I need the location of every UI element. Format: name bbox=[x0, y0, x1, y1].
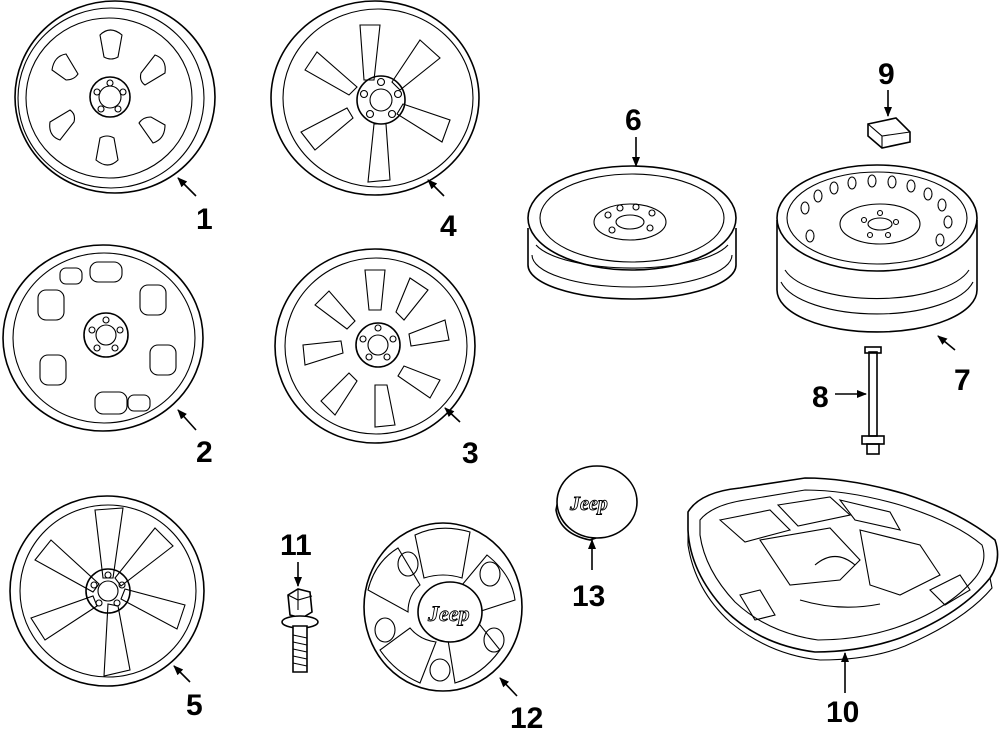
part-10-tool-tray[interactable] bbox=[687, 477, 999, 661]
callout-5: 5 bbox=[186, 689, 203, 722]
callout-11: 11 bbox=[280, 529, 312, 562]
part-2-wheel[interactable] bbox=[2, 244, 204, 432]
cap-13-logo: Jeep bbox=[569, 493, 608, 515]
callout-12: 12 bbox=[510, 702, 543, 731]
callout-1: 1 bbox=[196, 203, 213, 236]
part-7-spare-wheel[interactable] bbox=[776, 164, 978, 333]
part-8-bolt[interactable] bbox=[861, 346, 885, 455]
callout-2: 2 bbox=[196, 436, 213, 469]
callout-10: 10 bbox=[826, 696, 859, 729]
part-3-wheel[interactable] bbox=[274, 248, 476, 444]
part-5-wheel[interactable] bbox=[9, 495, 205, 687]
callout-9: 9 bbox=[878, 58, 895, 91]
callout-3: 3 bbox=[462, 437, 479, 470]
callout-8: 8 bbox=[812, 381, 829, 414]
part-12-center-cap[interactable]: Jeep bbox=[363, 522, 523, 692]
callout-4: 4 bbox=[440, 210, 457, 243]
part-1-wheel[interactable] bbox=[14, 0, 216, 194]
part-11-lug-bolt[interactable] bbox=[281, 588, 319, 673]
callout-13: 13 bbox=[572, 580, 605, 613]
callout-6: 6 bbox=[625, 104, 642, 137]
part-9-clip[interactable] bbox=[867, 117, 911, 149]
part-6-spare-wheel[interactable] bbox=[527, 165, 737, 300]
part-4-wheel[interactable] bbox=[270, 0, 480, 196]
part-13-center-cap[interactable]: Jeep bbox=[555, 465, 638, 541]
cap-12-logo: Jeep bbox=[427, 601, 470, 626]
callout-7: 7 bbox=[954, 364, 971, 397]
